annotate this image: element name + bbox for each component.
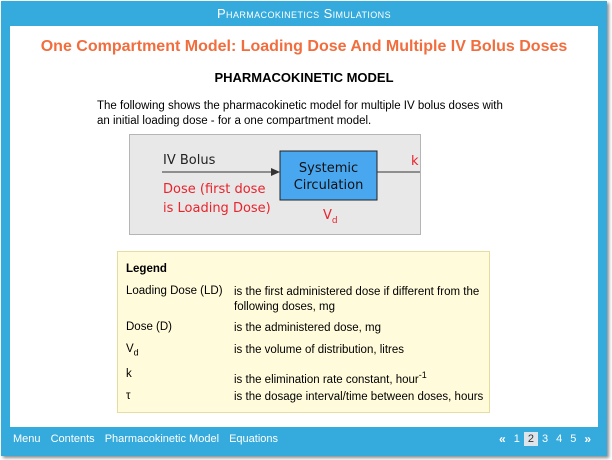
- content-panel: One Compartment Model: Loading Dose And …: [10, 26, 598, 427]
- legend-term-tau: τ: [126, 390, 131, 402]
- legend-desc-loading-dose: is the first administered dose if differ…: [234, 286, 480, 313]
- iv-bolus-label: IV Bolus: [163, 153, 216, 168]
- legend-desc-tau: is the dosage interval/time between dose…: [234, 391, 484, 403]
- nav-menu-link[interactable]: Menu: [13, 433, 41, 445]
- elimination-k-label: k: [411, 154, 419, 169]
- legend-term-volume-symbol: V: [126, 343, 134, 355]
- app-frame: Pharmacokinetics Simulations One Compart…: [1, 1, 607, 456]
- pagination: « 1 2 3 4 5 »: [495, 431, 595, 447]
- pk-model-svg: IV Bolus Dose (first dose is Loading Dos…: [162, 150, 420, 226]
- page-1-link[interactable]: 1: [513, 433, 520, 445]
- legend-term-loading-dose: Loading Dose (LD): [126, 285, 223, 297]
- legend-box: Legend Loading Dose (LD) is the first ad…: [117, 251, 490, 413]
- footer-nav: Menu Contents Pharmacokinetic Model Equa…: [13, 433, 285, 445]
- volume-label: Vd: [323, 208, 338, 226]
- prev-page-button[interactable]: «: [499, 432, 506, 446]
- legend-desc-k-exponent: -1: [418, 370, 427, 380]
- legend-desc-dose: is the administered dose, mg: [234, 322, 382, 334]
- volume-symbol: V: [323, 208, 332, 223]
- legend-term-volume-subscript: d: [133, 347, 139, 358]
- legend-desc-volume: is the volume of distribution, litres: [234, 344, 405, 356]
- intro-text: The following shows the pharmacokinetic …: [97, 100, 503, 127]
- nav-equations-link[interactable]: Equations: [229, 433, 279, 445]
- legend-term-dose: Dose (D): [126, 321, 173, 333]
- input-arrow-head: [271, 168, 280, 176]
- page-2-link-current[interactable]: 2: [523, 432, 538, 446]
- page-title: One Compartment Model: Loading Dose And …: [40, 38, 568, 55]
- legend-term-k: k: [126, 368, 132, 380]
- dose-label-line1: Dose (first dose: [163, 182, 265, 197]
- legend-desc-k: is the elimination rate constant, hour-1: [234, 368, 484, 388]
- dose-label-line2: is Loading Dose): [163, 201, 271, 216]
- nav-contents-link[interactable]: Contents: [50, 433, 95, 445]
- volume-subscript: d: [332, 216, 338, 226]
- legend-desc-k-text: is the elimination rate constant, hour: [234, 373, 419, 386]
- legend-title: Legend: [126, 263, 167, 275]
- next-page-button[interactable]: »: [584, 432, 591, 446]
- compartment-box: [279, 150, 378, 201]
- pk-model-diagram: IV Bolus Dose (first dose is Loading Dos…: [129, 134, 421, 235]
- nav-pk-model-link[interactable]: Pharmacokinetic Model: [104, 433, 220, 445]
- compartment-line1: Systemic: [299, 161, 358, 176]
- page-3-link[interactable]: 3: [541, 433, 549, 445]
- legend-term-volume: Vd: [126, 343, 139, 357]
- page-4-link[interactable]: 4: [556, 433, 563, 445]
- app-title: Pharmacokinetics Simulations: [216, 6, 391, 21]
- section-heading: PHARMACOKINETIC MODEL: [214, 70, 394, 85]
- compartment-line2: Circulation: [294, 178, 364, 193]
- page-5-link[interactable]: 5: [570, 433, 577, 445]
